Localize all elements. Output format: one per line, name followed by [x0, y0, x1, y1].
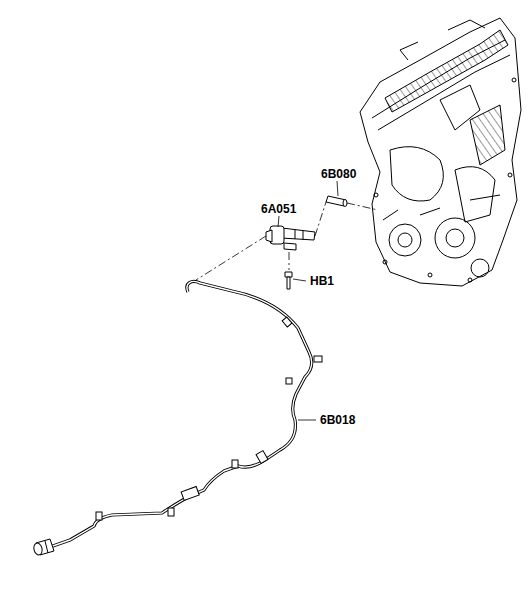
wire-harness	[50, 281, 312, 547]
center-line	[196, 202, 378, 280]
part-number: 6A051	[260, 203, 297, 215]
part-number: 6B018	[319, 414, 356, 426]
bolt	[285, 272, 292, 289]
tube	[326, 196, 347, 207]
sensor-connector	[33, 539, 54, 556]
part-number: 6B080	[320, 168, 357, 180]
engine	[360, 18, 521, 286]
part-number: HB1	[309, 275, 335, 287]
harness-clip	[96, 317, 322, 520]
sensor	[266, 226, 315, 250]
leader-line	[278, 181, 338, 420]
